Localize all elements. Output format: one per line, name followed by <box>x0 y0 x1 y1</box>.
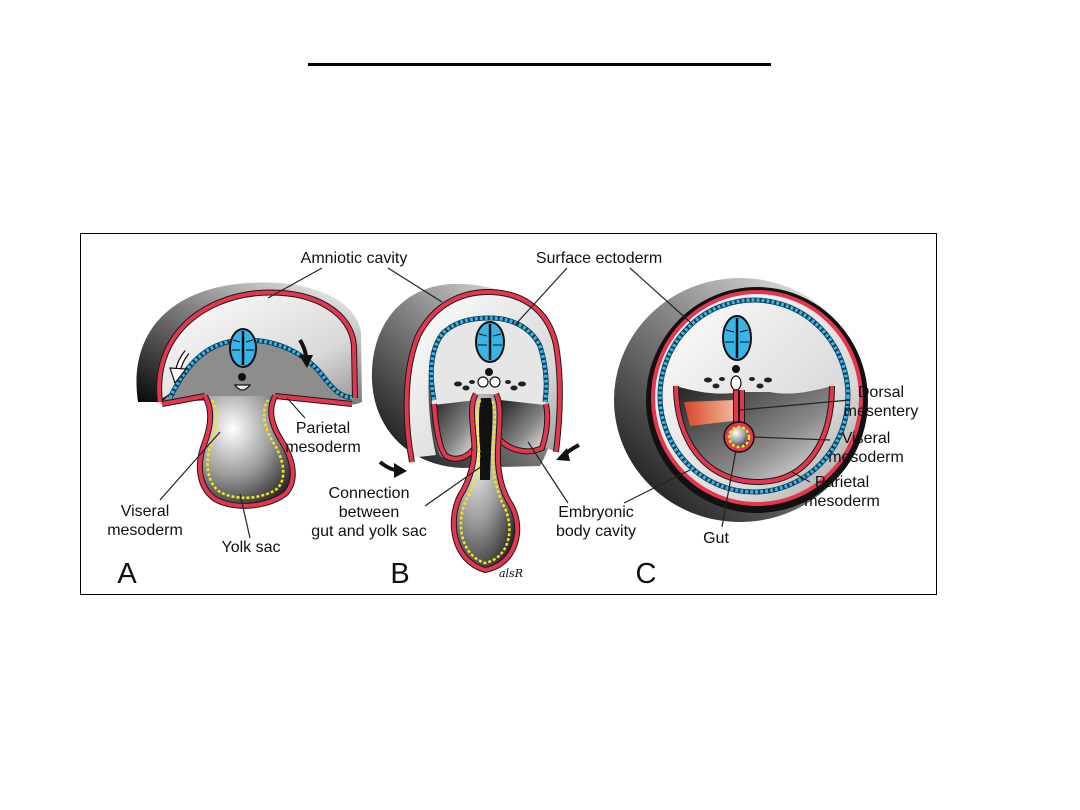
label-parietal-mesoderm-a-line2: mesoderm <box>285 439 361 456</box>
label-connection-line3: gut and yolk sac <box>311 523 427 540</box>
embryo-b-gut <box>479 398 493 480</box>
leader-lines <box>159 267 851 539</box>
embryo-c-gut <box>727 425 751 449</box>
panel-label-a: A <box>117 558 137 590</box>
label-parietal-mesoderm-a-line1: Parietal <box>296 420 350 437</box>
neural-tube-c <box>722 315 752 361</box>
embryo-a-amniotic-cavity <box>159 292 354 400</box>
panel-label-c: C <box>636 558 657 590</box>
embryo-a <box>136 282 362 509</box>
artist-signature: alsR <box>499 567 523 580</box>
folding-arrow-left-b <box>378 460 407 478</box>
label-viseral-mesoderm-c-line2: mesoderm <box>828 449 904 466</box>
title-underline <box>308 63 771 66</box>
embryo-a-body-wall <box>160 338 354 404</box>
embryo-a-parietal-mesoderm <box>161 394 353 406</box>
embryo-b-ectoderm-line <box>429 316 548 403</box>
embryo-a-ectoderm-line <box>168 338 353 400</box>
label-viseral-mesoderm-c-line1: Viseral <box>842 430 891 447</box>
neural-tube-a <box>229 328 257 368</box>
embryo-b <box>371 283 580 574</box>
label-dorsal-mesentery-line1: Dorsal <box>858 384 904 401</box>
label-connection-line2: between <box>339 504 400 521</box>
aorta-a <box>233 384 252 391</box>
label-yolk-sac: Yolk sac <box>222 539 281 556</box>
embryo-a-viseral-mesoderm <box>197 395 295 508</box>
notochord-a <box>238 373 246 381</box>
label-parietal-mesoderm-c-line1: Parietal <box>815 474 869 491</box>
notochord-c <box>732 365 740 373</box>
embryo-c-ectoderm-line <box>658 298 850 494</box>
somites-c <box>704 377 772 389</box>
embryo-a-amnion-line <box>157 290 357 403</box>
folding-arrow-left-a <box>169 350 190 385</box>
label-parietal-mesoderm-c-line2: mesoderm <box>804 493 880 510</box>
panel-label-b: B <box>390 558 409 590</box>
folding-arrow-right-b <box>556 443 580 461</box>
label-embryonic-body-cavity-line2: body cavity <box>556 523 636 540</box>
label-viseral-mesoderm-a-line2: mesoderm <box>107 522 183 539</box>
label-connection-line1: Connection <box>329 485 410 502</box>
embryo-a-yolk-sac <box>199 396 293 506</box>
notochord-b <box>485 368 493 376</box>
label-gut: Gut <box>703 530 729 547</box>
label-amniotic-cavity: Amniotic cavity <box>301 250 408 267</box>
aorta-c <box>730 375 742 391</box>
somites-b <box>454 380 526 391</box>
embryo-b-endoderm-line <box>459 399 511 565</box>
label-dorsal-mesentery-line2: mesentery <box>844 403 919 420</box>
aorta-b-right <box>489 376 501 388</box>
embryo-b-parietal-mesoderm <box>432 403 550 461</box>
embryo-c-dorsal-mesentery <box>684 400 741 426</box>
embryo-c-amnion-line <box>651 290 863 506</box>
embryo-b-yolk-sac <box>453 394 518 570</box>
embryo-b-body-cavity-right <box>500 400 547 451</box>
label-viseral-mesoderm-a-line1: Viseral <box>121 503 170 520</box>
embryo-c <box>614 278 868 522</box>
embryo-c-parietal-mesoderm <box>674 385 834 485</box>
embryo-b-viseral-mesoderm <box>451 392 520 573</box>
neural-tube-b <box>475 321 505 363</box>
embryo-b-amnion-line <box>404 289 562 463</box>
label-surface-ectoderm: Surface ectoderm <box>536 250 662 267</box>
label-embryonic-body-cavity-line1: Embryonic <box>558 504 634 521</box>
aorta-b-left <box>477 376 489 388</box>
folding-arrow-right-a <box>298 338 313 368</box>
figure-frame <box>80 233 937 595</box>
